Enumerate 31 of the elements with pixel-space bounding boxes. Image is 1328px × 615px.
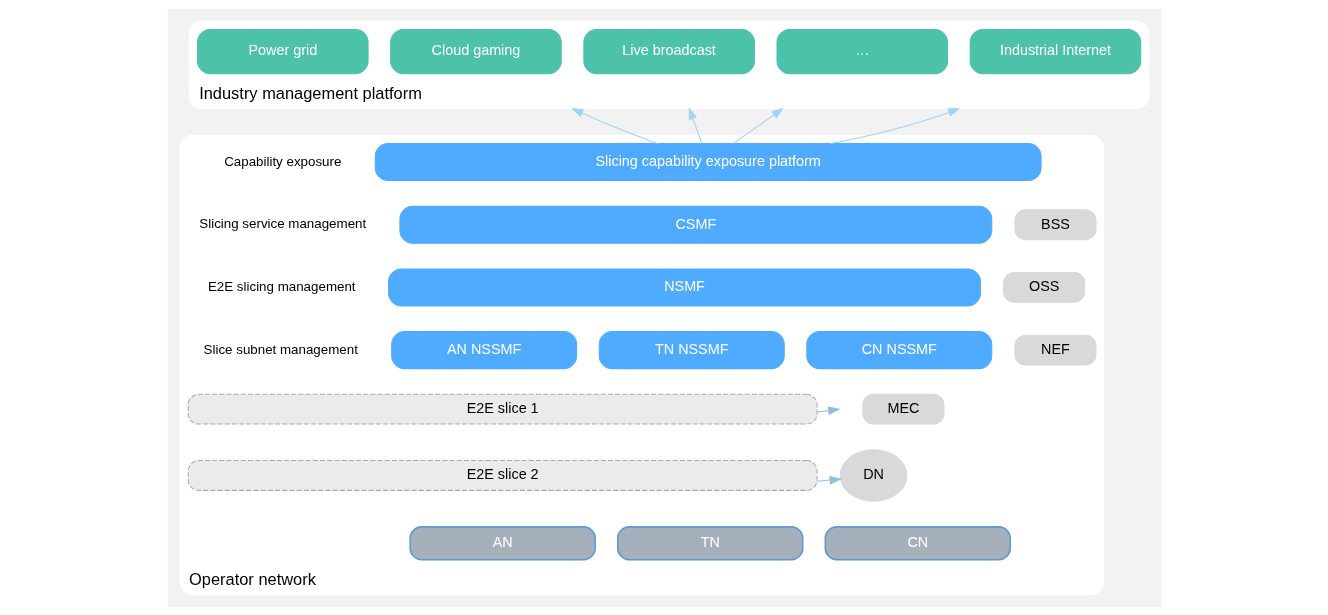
arrow [816, 405, 841, 415]
arrow [570, 107, 658, 144]
node-box: E2E slice 2 [187, 459, 818, 491]
node-box: MEC [861, 393, 944, 425]
node-label: Slicing service management [198, 215, 366, 231]
node-box: NSMF [387, 267, 981, 306]
node-box: TN [616, 525, 803, 560]
arrow [816, 475, 842, 484]
node-box: OSS [1002, 271, 1085, 303]
node-ellipse: DN [839, 448, 907, 502]
node-box: AN NSSMF [390, 330, 577, 369]
node-box: TN NSSMF [598, 330, 785, 369]
node-box: CN [824, 525, 1011, 560]
node-box: CN NSSMF [805, 330, 992, 369]
node-box: Slicing capability exposure platform [374, 142, 1042, 181]
node-box: BSS [1013, 208, 1097, 240]
node-box: AN [408, 525, 596, 560]
node-box: E2E slice 1 [187, 393, 818, 425]
node-box: CSMF [398, 205, 992, 244]
node-box: Live broadcast [582, 28, 755, 74]
node-label: Capability exposure [223, 153, 341, 169]
node-box: NEF [1013, 334, 1097, 366]
node-box: Cloud gaming [389, 28, 562, 74]
arrow [688, 106, 702, 144]
node-box: Power grid [196, 28, 369, 74]
node-label: E2E slicing management [207, 278, 356, 294]
arrow [732, 107, 784, 144]
node-box: Industrial Internet [969, 28, 1141, 74]
arrow [829, 107, 960, 144]
node-label: Slice subnet management [203, 341, 358, 357]
node-box: … [776, 28, 948, 74]
